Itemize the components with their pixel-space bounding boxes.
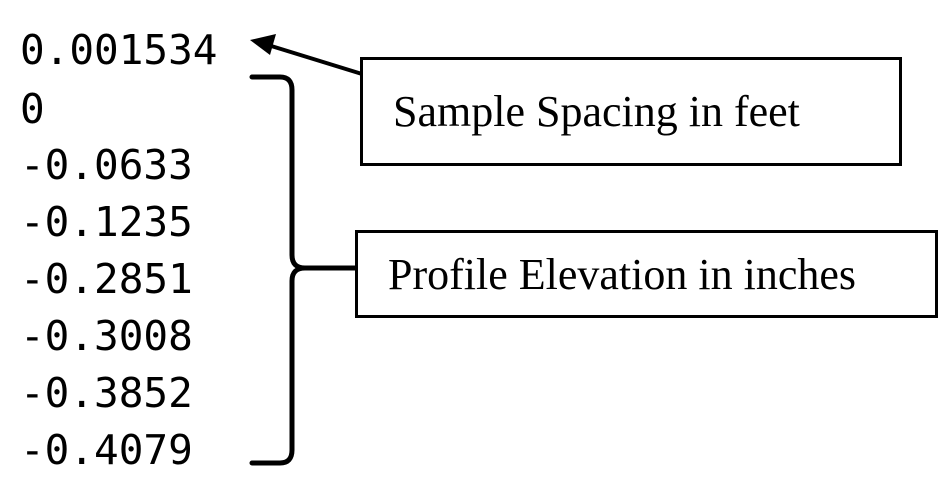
sample-spacing-label: Sample Spacing in feet <box>393 87 800 136</box>
sample-spacing-arrow-head <box>250 34 276 55</box>
profile-value: -0.4079 <box>20 426 193 474</box>
profile-brace <box>249 74 358 466</box>
sample-spacing-callout: Sample Spacing in feet <box>360 57 902 166</box>
profile-value: -0.0633 <box>20 141 193 189</box>
profile-value: 0 <box>20 85 45 133</box>
profile-value: -0.2851 <box>20 255 193 303</box>
profile-value: -0.1235 <box>20 198 193 246</box>
profile-value: -0.3008 <box>20 312 193 360</box>
profile-value: -0.3852 <box>20 369 193 417</box>
profile-elevation-callout: Profile Elevation in inches <box>355 230 938 318</box>
profile-elevation-label: Profile Elevation in inches <box>388 249 856 299</box>
sample-spacing-value: 0.001534 <box>20 26 218 74</box>
sample-spacing-arrow-line <box>267 43 363 76</box>
